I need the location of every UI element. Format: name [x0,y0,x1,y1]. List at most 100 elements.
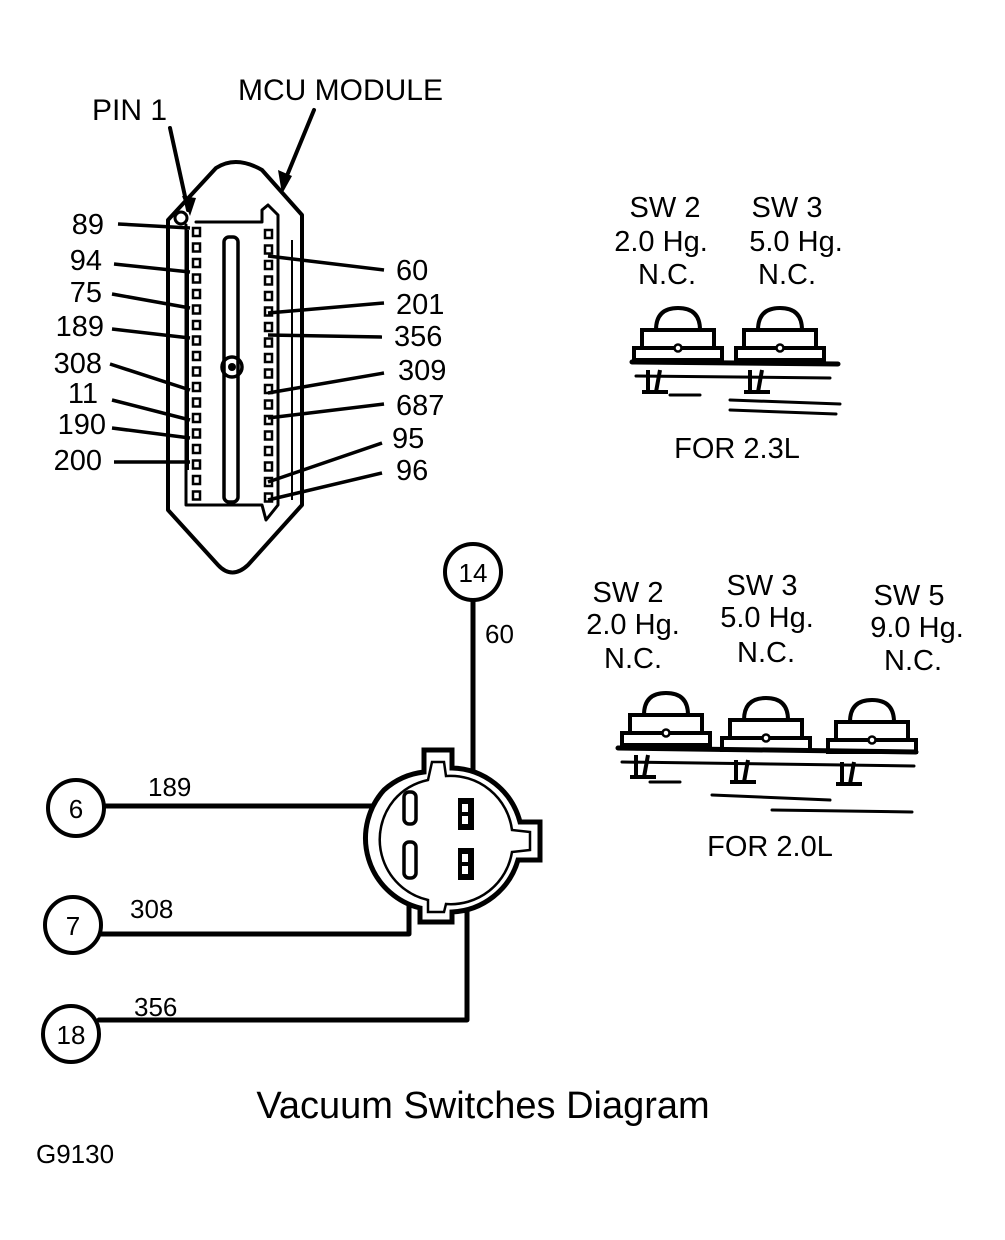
pin-label-89: 89 [72,209,104,241]
mcu-module-inner-frame [184,203,280,522]
pin-cavity [191,226,202,238]
svg-text:5.0 Hg.: 5.0 Hg. [720,602,814,634]
pin-cavity [263,337,274,348]
pin-cavity [191,366,202,377]
svg-text:6: 6 [69,794,83,824]
terminal-slot-189 [402,790,418,826]
caption-2-0l: FOR 2.0L [707,831,833,863]
wire-label-60: 60 [485,619,514,649]
switch-sw2-2-0l-label: SW 2 2.0 Hg. N.C. [586,577,680,675]
pin1-label: PIN 1 [92,94,167,127]
svg-text:N.C.: N.C. [638,259,696,291]
pin-label-11: 11 [68,378,98,410]
pin-label-96: 96 [396,455,428,487]
pin-cavity [263,321,274,333]
terminal-slot-308 [402,840,418,880]
pin-cavity [263,461,274,472]
svg-text:7: 7 [66,911,80,941]
pin-cavity [263,275,274,286]
pin-cavity [263,414,274,426]
pin-cavity [191,381,202,393]
terminal-18: 18 [41,1004,101,1064]
right-pin-labels: 60 201 356 309 687 95 96 [267,254,446,502]
pin-cavity [263,368,274,379]
terminal-slot-60 [458,798,474,830]
switch-group-2-0l: SW 2 2.0 Hg. N.C. SW 3 5.0 Hg. N.C. SW 5… [586,570,964,863]
pin-cavity [191,397,202,408]
pin-cavity [263,445,274,457]
pin-cavity [191,288,202,300]
pin-label-94: 94 [70,245,102,277]
wire-label-308: 308 [130,894,173,924]
manifold-bar-2-3l [629,359,841,367]
vacuum-switch-sw3-2-0l [720,696,812,784]
caption-2-3l: FOR 2.3L [674,433,800,465]
pin1-arrow [168,126,190,212]
switch-sw3-2-0l-label: SW 3 5.0 Hg. N.C. [720,570,814,669]
pin-cavity [191,257,202,269]
pin-cavity [263,228,274,240]
pin-cavity [191,350,202,362]
svg-text:N.C.: N.C. [884,645,942,677]
mcu-module-body [166,160,304,575]
svg-text:2.0 Hg.: 2.0 Hg. [614,226,708,258]
pin-cavity [263,290,274,302]
module-arrow [284,108,316,180]
switch-connector [363,747,543,925]
mcu-module-label: MCU MODULE [238,74,443,107]
pin-label-75: 75 [70,277,102,309]
pin-label-60: 60 [396,255,428,287]
pin-cavity [191,319,202,331]
pin-label-201: 201 [396,289,444,321]
center-bolt [220,355,244,379]
svg-text:14: 14 [459,558,488,588]
wire-356 [96,877,470,1023]
wire-label-189: 189 [148,772,191,802]
pin-label-308: 308 [54,348,102,380]
left-pin-cavities [191,226,202,501]
pin-cavity [263,399,274,410]
pin-label-190: 190 [58,409,106,441]
mcu-module: MCU MODULE PIN 1 89 94 75 189 [54,74,446,575]
pin-cavity [191,443,202,455]
pin1-marker [173,210,189,226]
vacuum-switch-sw3-2-3l [734,306,826,394]
pin-cavity [263,244,274,255]
module-arrowhead [278,170,292,194]
switch-group-2-3l: SW 2 2.0 Hg. N.C. SW 3 5.0 Hg. N.C. FOR … [614,192,843,465]
diagram-title: Vacuum Switches Diagram [256,1085,709,1127]
switch-sw3-2-3l-label: SW 3 5.0 Hg. N.C. [749,192,843,291]
pin-cavity [191,428,202,439]
pin-cavity [191,273,202,284]
svg-text:N.C.: N.C. [604,643,662,675]
terminal-6: 6 [46,778,106,838]
vacuum-switch-sw5-2-0l [826,698,918,786]
vacuum-switch-sw2-2-3l [632,306,724,394]
svg-text:SW 2: SW 2 [630,192,701,224]
terminal-14: 14 [443,542,503,602]
pin-label-200: 200 [54,445,102,477]
switch-sw2-2-3l-label: SW 2 2.0 Hg. N.C. [614,192,708,291]
pin-cavity [191,242,202,253]
pin-cavity [191,304,202,315]
terminal-7: 7 [43,895,103,955]
connector-wiring: 14 60 6 189 7 308 18 356 [41,542,543,1064]
svg-text:N.C.: N.C. [758,259,816,291]
svg-text:18: 18 [57,1020,86,1050]
pin-cavity [191,490,202,501]
svg-text:5.0 Hg.: 5.0 Hg. [749,226,843,258]
figure-id: G9130 [36,1139,114,1169]
svg-text:2.0 Hg.: 2.0 Hg. [586,609,680,641]
manifold-bar-2-0l [615,745,919,755]
svg-text:9.0 Hg.: 9.0 Hg. [870,612,964,644]
svg-text:SW 5: SW 5 [874,580,945,612]
pin-label-356: 356 [394,321,442,353]
pin-label-687: 687 [396,390,444,422]
pin-cavity [191,412,202,424]
svg-text:SW 3: SW 3 [752,192,823,224]
pin-cavity [191,474,202,486]
svg-text:SW 3: SW 3 [727,570,798,602]
switch-sw5-2-0l-label: SW 5 9.0 Hg. N.C. [870,580,964,677]
pin-label-95: 95 [392,423,424,455]
